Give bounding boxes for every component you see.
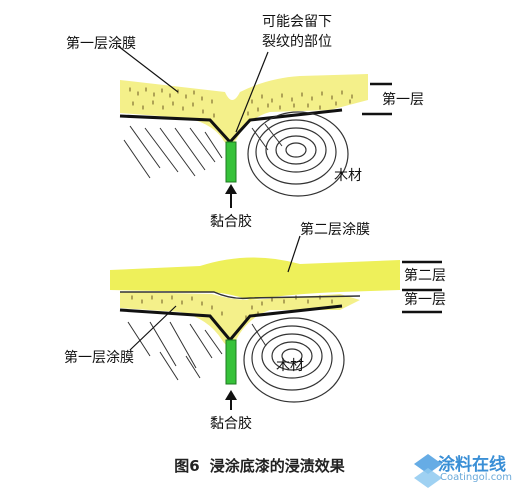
bottom-film-boundary (120, 291, 361, 300)
top-diagram (117, 45, 392, 208)
label-layer1-bottom: 第一层 (404, 292, 446, 308)
watermark-name: 涂料在线 (438, 455, 506, 475)
bottom-film1-dots (131, 295, 333, 320)
label-layer1-top: 第一层 (382, 92, 424, 108)
figure-number: 图6 (174, 457, 200, 475)
bottom-layer-brackets (402, 260, 442, 314)
bottom-diagram (110, 235, 442, 410)
top-crack-leader (235, 51, 269, 133)
top-glue-arrowhead (225, 184, 237, 194)
label-glue-top: 黏合胶 (210, 214, 252, 230)
bottom-film2-shape (110, 257, 400, 300)
top-wood-rings (247, 111, 349, 197)
watermark-url: Coatingol.com (440, 472, 513, 483)
top-layer-bracket (362, 82, 392, 116)
label-layer2: 第二层 (404, 268, 446, 284)
bottom-film2-leader (287, 235, 301, 273)
label-crack-line1: 可能会留下 (262, 14, 332, 30)
figure-caption: 图6 浸涂底漆的浸渍效果 (0, 455, 519, 476)
top-film1-shape (120, 74, 368, 145)
top-film-leader (117, 45, 179, 93)
label-wood-bottom: 木材 (276, 358, 304, 374)
bottom-glue (225, 339, 237, 385)
top-wood-hatch (123, 123, 283, 179)
bottom-glue-arrowhead (225, 390, 237, 400)
top-glue (225, 141, 237, 183)
label-wood-top: 木材 (334, 168, 362, 184)
bottom-film1-shape (120, 292, 360, 347)
figure-caption-text: 浸涂底漆的浸渍效果 (209, 457, 345, 475)
label-crack-line2: 裂纹的部位 (262, 34, 332, 50)
watermark-logo (414, 454, 442, 488)
label-top-film: 第一层涂膜 (66, 36, 136, 52)
bottom-film1-leader (129, 305, 177, 351)
label-film2: 第二层涂膜 (300, 222, 370, 238)
watermark: 涂料在线 Coatingol.com (406, 448, 516, 490)
label-glue-bottom: 黏合胶 (210, 416, 252, 432)
bottom-wood-rings (243, 317, 345, 403)
bottom-wood-hatch (127, 321, 267, 381)
label-film1-bottom: 第一层涂膜 (64, 350, 134, 366)
